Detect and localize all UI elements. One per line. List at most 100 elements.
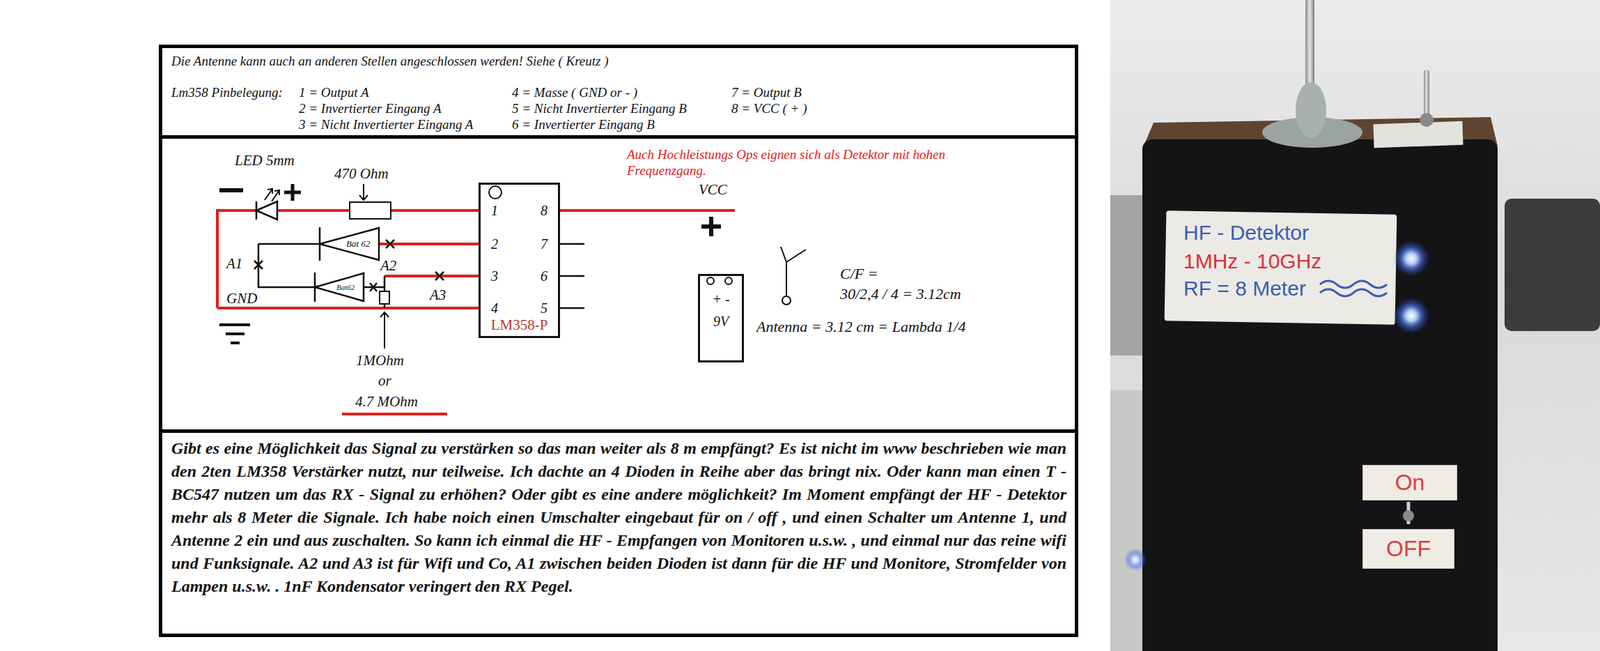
led-symbol bbox=[264, 188, 273, 200]
battery-terminal bbox=[707, 277, 733, 285]
photo bbox=[1110, 0, 1600, 651]
polarity-mark bbox=[291, 183, 295, 201]
battery-terminal bbox=[725, 277, 733, 285]
part-label: or bbox=[378, 371, 392, 389]
table-heading: Lm358 Pinbelegung: bbox=[171, 85, 283, 100]
device-body bbox=[1142, 139, 1498, 651]
part-label: 470 Ohm bbox=[334, 165, 389, 182]
pin-cell: 4 = Masse ( GND or - ) bbox=[511, 85, 638, 100]
red-wire bbox=[277, 208, 350, 212]
background-object bbox=[1110, 195, 1143, 356]
signal-name: VCC bbox=[698, 181, 728, 198]
black-wire bbox=[383, 303, 386, 308]
part-label: 4.7 MOhm bbox=[355, 392, 418, 410]
pin-number: 2 bbox=[491, 236, 499, 252]
part-label: 1MOhm bbox=[355, 351, 405, 369]
toggle-switch bbox=[1419, 112, 1434, 127]
cross-mark bbox=[385, 239, 395, 248]
pin-cell: 8 = VCC ( + ) bbox=[731, 101, 808, 116]
battery-box: + -9V bbox=[697, 273, 744, 363]
label-sticker bbox=[1164, 210, 1398, 325]
cross-mark bbox=[385, 239, 395, 248]
black-wire bbox=[560, 243, 585, 246]
note-text: Die Antenne kann auch an anderen Stellen… bbox=[171, 54, 609, 69]
red-wire bbox=[384, 274, 479, 278]
chip-notch bbox=[488, 185, 502, 199]
leader-arrow bbox=[362, 183, 365, 200]
question-text: Gibt es eine Möglichkeit das Signal zu v… bbox=[171, 436, 1067, 598]
switch-sticker: On bbox=[1362, 464, 1458, 501]
leader-arrow bbox=[380, 312, 389, 317]
toggle-switch bbox=[1423, 69, 1430, 119]
red-wire bbox=[560, 208, 735, 212]
led-symbol bbox=[256, 188, 280, 220]
black-wire bbox=[560, 307, 585, 310]
wave-mark bbox=[1319, 280, 1387, 297]
polarity-mark bbox=[219, 188, 244, 193]
formula-text: 30/2,4 / 4 = 3.12cm bbox=[840, 284, 962, 303]
pin-number: 8 bbox=[540, 202, 548, 219]
diode-symbol bbox=[314, 227, 379, 302]
pin-number: 1 bbox=[491, 202, 499, 219]
antenna-symbol bbox=[785, 261, 788, 297]
background-object bbox=[1110, 390, 1143, 651]
resistor-symbol bbox=[379, 291, 390, 304]
part-label: LED 5mm bbox=[234, 151, 295, 169]
black-wire bbox=[560, 275, 585, 278]
diode-symbol bbox=[314, 273, 364, 301]
point-label: A3 bbox=[429, 286, 446, 304]
label-sticker: HF - Detektor 1MHz - 10GHzRF = 8 Meter bbox=[1165, 212, 1396, 323]
led-symbol bbox=[256, 201, 278, 220]
led-glow bbox=[1393, 297, 1430, 334]
panel-border bbox=[160, 136, 1077, 432]
cross-mark bbox=[435, 271, 444, 281]
led-symbol bbox=[264, 188, 280, 202]
antenna-symbol bbox=[782, 296, 791, 305]
pin-cell: 5 = Nicht Invertierter Eingang B bbox=[511, 101, 687, 116]
switch-sticker: OFF bbox=[1362, 528, 1455, 569]
ground-symbol bbox=[230, 341, 240, 345]
leader-arrow bbox=[383, 312, 386, 349]
resistor-symbol bbox=[349, 202, 391, 219]
info-panel: Die Antenne kann auch an anderen Stellen… bbox=[158, 44, 1079, 139]
red-wire bbox=[378, 242, 479, 246]
red-wire bbox=[217, 306, 479, 310]
led-symbol bbox=[271, 190, 280, 202]
led-glow bbox=[1393, 240, 1430, 277]
ground-symbol bbox=[225, 332, 245, 336]
chip-name: LM358-P bbox=[480, 316, 558, 333]
antenna-symbol bbox=[780, 246, 806, 305]
sticker-text: HF - Detektor bbox=[1183, 220, 1309, 245]
pin-number: 7 bbox=[540, 236, 548, 252]
pin-cell: 7 = Output B bbox=[731, 85, 802, 100]
pin-cell: 1 = Output A bbox=[298, 85, 370, 100]
polarity-text: + - bbox=[700, 291, 742, 307]
panel-border bbox=[158, 136, 163, 432]
led-glow bbox=[1124, 548, 1147, 571]
point-label: A2 bbox=[380, 257, 397, 274]
panel-border bbox=[1074, 136, 1079, 432]
question-panel: Gibt es eine Möglichkeit das Signal zu v… bbox=[158, 429, 1079, 637]
top-sticker bbox=[1372, 121, 1463, 148]
formula-text: C/F = bbox=[840, 264, 879, 283]
cross-mark bbox=[369, 282, 377, 292]
pin-number: 5 bbox=[540, 300, 548, 316]
pin-cell: 3 = Nicht Invertierter Eingang A bbox=[298, 117, 473, 132]
cross-mark bbox=[435, 271, 444, 281]
black-wire bbox=[258, 243, 585, 308]
leader-arrow bbox=[359, 195, 368, 200]
black-wire bbox=[258, 243, 315, 287]
red-underline bbox=[342, 412, 448, 416]
cross-mark bbox=[254, 260, 263, 269]
background-object bbox=[1504, 198, 1600, 331]
switch-label: On bbox=[1363, 468, 1457, 496]
diode-label: Bat62 bbox=[336, 282, 355, 292]
led-symbol bbox=[274, 190, 280, 196]
chip-body: 12348765LM358-P bbox=[478, 182, 561, 338]
glue-blob bbox=[1295, 82, 1327, 138]
sticker-text: 1MHz - 10GHz bbox=[1183, 249, 1322, 274]
polarity-mark bbox=[219, 183, 721, 237]
pin-cell: 2 = Invertierter Eingang A bbox=[298, 101, 442, 116]
sticker-text: RF = 8 Meter bbox=[1183, 276, 1307, 301]
